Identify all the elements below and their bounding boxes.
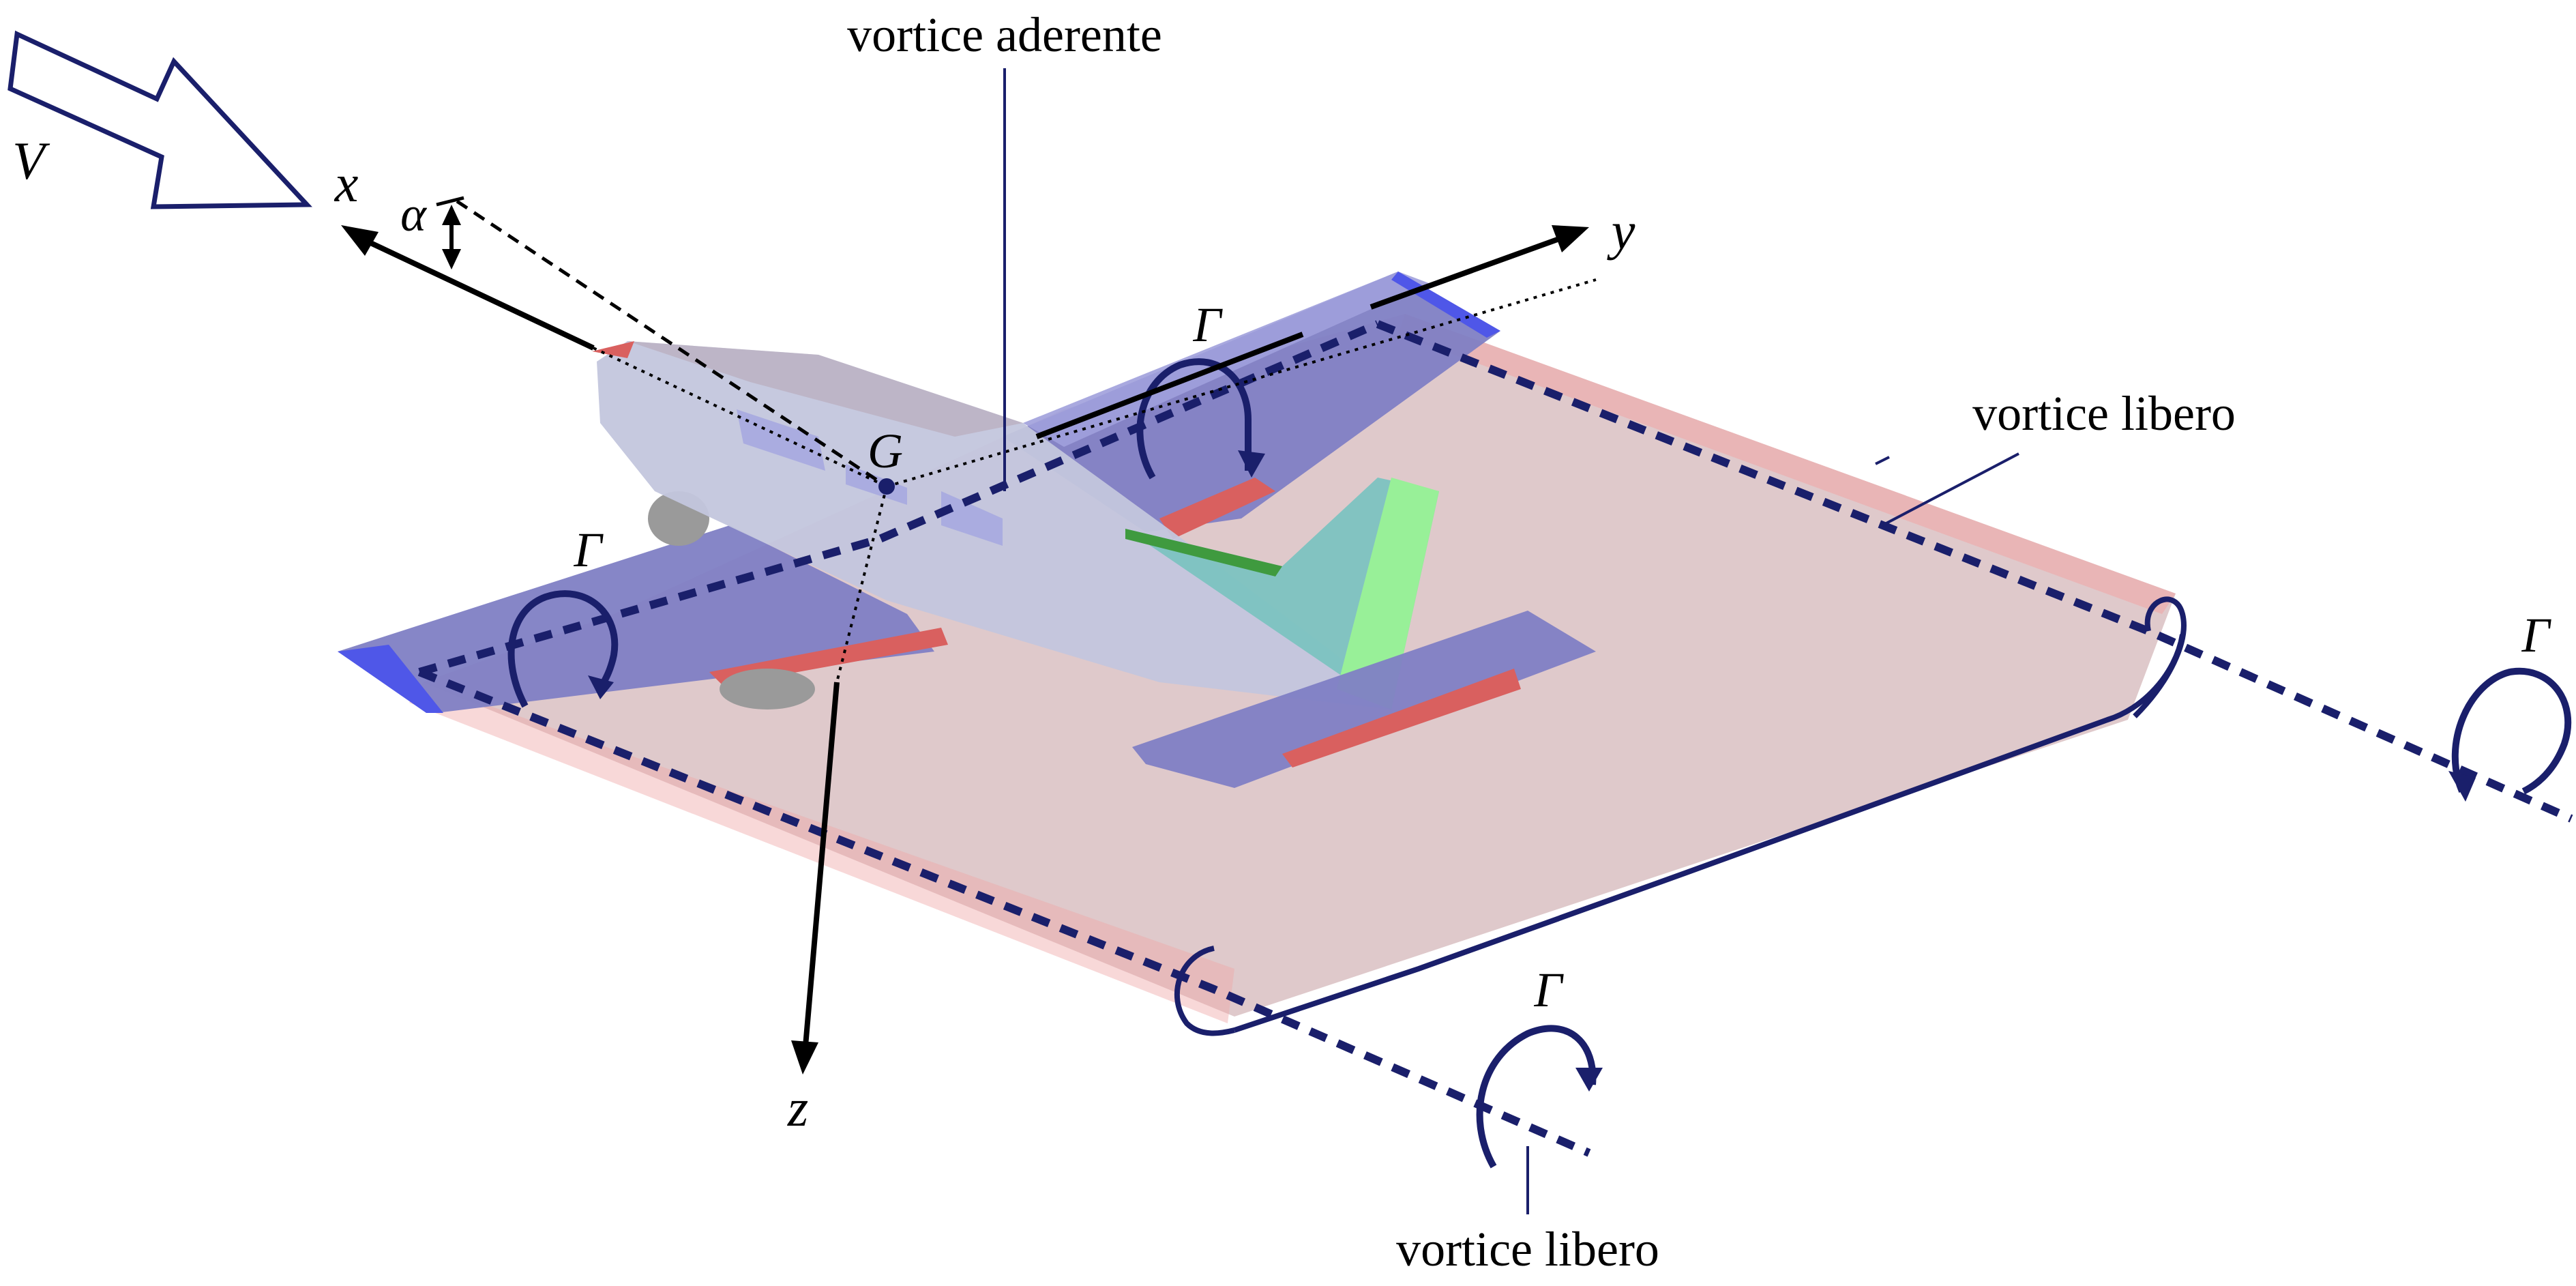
- x-axis-arrowhead: [341, 225, 379, 256]
- freestream-direction-line: [456, 199, 888, 488]
- fin-stripe: [1125, 529, 1282, 576]
- fuselage-top-shade: [627, 341, 1023, 437]
- x-axis: [353, 233, 595, 351]
- free-vortex-right-leader: [1875, 456, 1890, 465]
- free-vortex-right-leader-main: [1882, 452, 2019, 527]
- circulation-arrowhead-bottom-free: [1575, 1068, 1603, 1092]
- rudder: [1337, 478, 1439, 710]
- left-trailing-vortex: [417, 668, 1591, 1157]
- y-axis-arrowhead: [1552, 225, 1589, 252]
- right-vortex-core-curl: [2133, 596, 2187, 718]
- left-wingtip: [338, 645, 443, 713]
- circulation-arrowhead-right-free: [2448, 771, 2476, 802]
- elevator: [1282, 669, 1521, 768]
- circulation-arrowhead-left-wing: [588, 675, 614, 699]
- alpha-arrowhead-top: [442, 205, 461, 225]
- alpha-arrowhead-bottom: [442, 249, 461, 269]
- center-of-gravity-label: G: [868, 424, 903, 478]
- circulation-label-right-free: Γ: [2521, 608, 2552, 662]
- right-trailing-vortex: [1376, 320, 2573, 823]
- free-vortex-right-label: vortice libero: [1972, 386, 2236, 441]
- circulation-arrow-bottom-free: [1476, 1025, 1597, 1169]
- z-axis-arrowhead: [791, 1040, 818, 1075]
- z-axis: [802, 682, 840, 1055]
- right-wing: [1003, 272, 1500, 532]
- circulation-label-bottom-free: Γ: [1534, 963, 1565, 1017]
- angle-of-attack-label: α: [400, 187, 427, 242]
- free-vortex-bottom-label: vortice libero: [1396, 1222, 1659, 1276]
- velocity-label: V: [12, 131, 50, 190]
- x-axis-label: x: [334, 154, 359, 213]
- bound-vortex-line: [418, 320, 1380, 676]
- nose-tip: [592, 341, 634, 358]
- circulation-arrow-left-wing: [507, 590, 619, 708]
- y-axis-label: y: [1607, 201, 1635, 261]
- z-axis-label: z: [787, 1078, 808, 1137]
- y-axis: [1035, 332, 1304, 439]
- circulation-label-left-wing: Γ: [574, 523, 604, 577]
- main-gear-wheel: [720, 669, 815, 710]
- wake-edge-right: [1398, 314, 2176, 614]
- circulation-arrowhead-right-wing: [1238, 450, 1265, 478]
- center-of-gravity-point: [878, 478, 895, 495]
- circulation-arrow-right-wing: [1136, 358, 1252, 480]
- circulation-label-right-wing: Γ: [1193, 297, 1224, 352]
- velocity-arrow: [8, 30, 312, 209]
- horizontal-tail: [1132, 611, 1596, 788]
- cockpit-window: [737, 409, 825, 471]
- circulation-arrow-right-free: [2451, 667, 2572, 795]
- right-aileron: [1159, 478, 1275, 539]
- cabin-window-2: [941, 491, 1003, 546]
- x-dotted-guide: [593, 347, 887, 488]
- bound-vortex-label: vortice aderente: [847, 8, 1162, 62]
- freestream-direction-line-tick: [436, 196, 464, 207]
- y-axis-outer: [1370, 233, 1570, 310]
- left-vortex-core-curl: [1174, 946, 1235, 1036]
